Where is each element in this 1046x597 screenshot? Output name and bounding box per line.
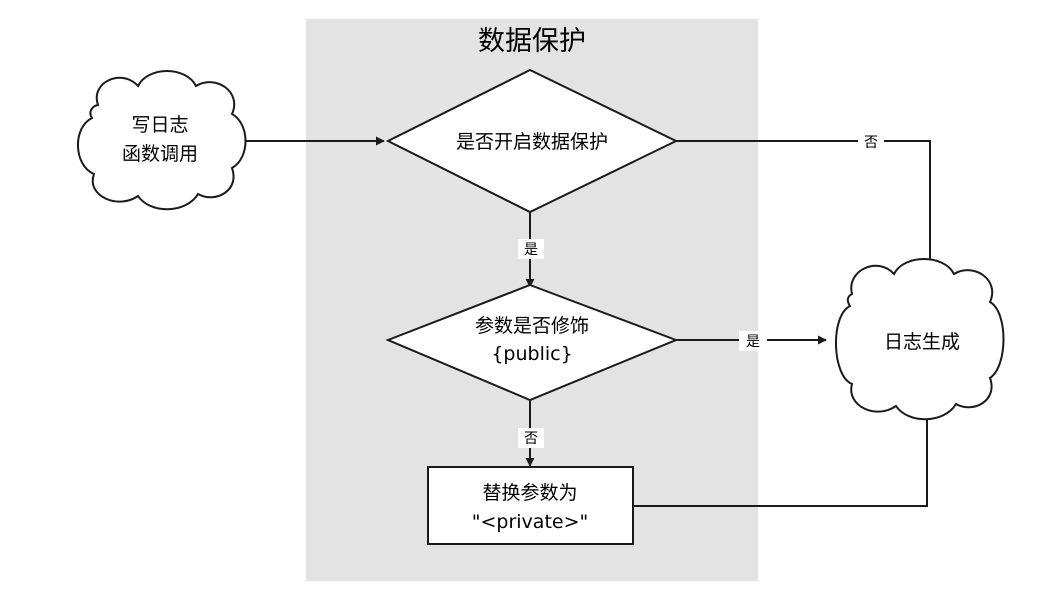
node-replace-line-2: "<private>" xyxy=(472,511,589,533)
edge-label-enabled-yes: 是 xyxy=(518,239,544,259)
node-log-output-cloud: 日志生成 xyxy=(834,258,1005,421)
node-log-output-text: 日志生成 xyxy=(884,331,960,353)
node-start-cloud: 写日志 函数调用 xyxy=(77,70,247,211)
node-start-line-1: 写日志 xyxy=(131,114,188,136)
nodes: 写日志 函数调用 是否开启数据保护 参数是否修饰 {public} 替换参数为 … xyxy=(77,68,1005,545)
node-replace-line-1: 替换参数为 xyxy=(482,482,577,504)
svg-text:是: 是 xyxy=(524,242,538,258)
edge-enabled-no xyxy=(676,140,935,277)
edge-label-enabled-no: 否 xyxy=(858,133,884,151)
node-decision-public-line-2: {public} xyxy=(491,343,572,365)
node-start-line-2: 函数调用 xyxy=(122,143,198,165)
diamond-shape xyxy=(385,283,679,402)
cloud-shape xyxy=(834,258,1005,421)
node-decision-public: 参数是否修饰 {public} xyxy=(385,283,679,402)
svg-text:否: 否 xyxy=(524,431,538,447)
node-decision-enabled: 是否开启数据保护 xyxy=(385,68,679,214)
edge-labels: 否 是 是 否 xyxy=(518,133,884,448)
rectangle-shape xyxy=(427,466,634,545)
edge-label-public-yes: 是 xyxy=(739,331,767,351)
node-replace: 替换参数为 "<private>" xyxy=(427,466,634,545)
node-decision-enabled-text: 是否开启数据保护 xyxy=(456,131,608,153)
cloud-shape xyxy=(77,70,247,211)
edge-replace-to-log xyxy=(633,411,932,507)
svg-text:否: 否 xyxy=(864,135,878,151)
diamond-shape xyxy=(385,68,679,214)
group-title: 数据保护 xyxy=(478,26,586,57)
edge-label-public-no: 否 xyxy=(518,428,544,448)
svg-text:是: 是 xyxy=(746,334,760,350)
node-decision-public-line-1: 参数是否修饰 xyxy=(475,315,589,337)
